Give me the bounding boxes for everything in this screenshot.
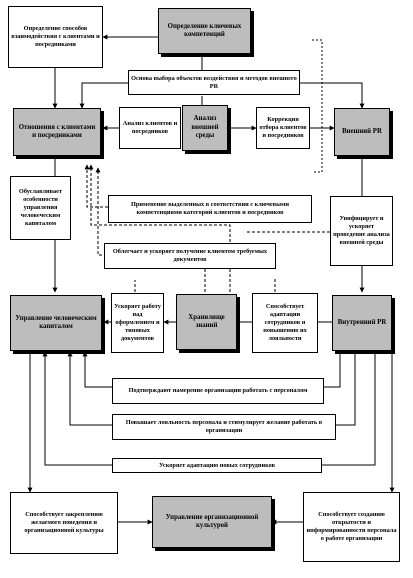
node-apply-competencies: Применение выделенных в соответствии с к…: [108, 195, 312, 223]
node-raises-loyalty: Повышает лояльность персонала и стимулир…: [112, 414, 336, 440]
edge-basis-to-relations: [79, 82, 128, 109]
node-client-relations: Отношения с клиентами и посредниками: [13, 108, 101, 156]
edge-competencies-dash: [312, 39, 323, 173]
node-reinforce-behavior: Способствует закреплению желаемого повед…: [10, 492, 118, 554]
node-org-culture: Управление организационной культурой: [152, 496, 272, 548]
node-adaptation: Способствует адаптации сотрудников и пов…: [252, 293, 318, 353]
node-client-analysis: Анализ клиентов и посредников: [119, 107, 181, 149]
node-unify-env: Унифицирует и ускоряет проведение анализ…: [330, 196, 393, 266]
edge-knowledge-up-2: [88, 164, 231, 292]
node-correction: Коррекция отбора клиентов и посредников: [256, 107, 310, 149]
node-define-competencies: Определение ключевых компетенций: [158, 8, 251, 54]
node-openness: Способствует созданию открытости и инфор…: [303, 492, 400, 562]
node-basis-selection: Основа выбора объектов воздействия и мет…: [128, 70, 300, 95]
node-speeds-docs: Ускоряет работу над оформлением и типовы…: [111, 293, 164, 353]
node-knowledge-storage: Хранилище знаний: [176, 294, 237, 350]
node-hr-specifics: Обуславливает особенности управления чел…: [10, 176, 71, 240]
node-define-methods: Определение способов взаимодействия с кл…: [8, 6, 103, 68]
node-internal-pr: Внутренний PR: [332, 295, 392, 351]
node-speeds-adaptation: Ускоряет адаптацию новых сотрудников: [112, 458, 322, 473]
node-external-pr: Внешний PR: [334, 108, 390, 156]
edge-knowledge-up-1: [95, 167, 206, 292]
node-confirms-work: Подтверждают намерение организации работ…: [112, 378, 324, 404]
edge-basis-to-pr: [300, 82, 365, 109]
loop-adaptation: [42, 351, 376, 466]
edge-apply-left: [84, 164, 108, 208]
node-env-analysis: Анализ внешней среды: [182, 105, 228, 151]
node-docs-access: Облегчает и ускоряет получение клиентом …: [104, 243, 276, 269]
node-hr-management: Управление человеческим капиталом: [10, 295, 102, 351]
